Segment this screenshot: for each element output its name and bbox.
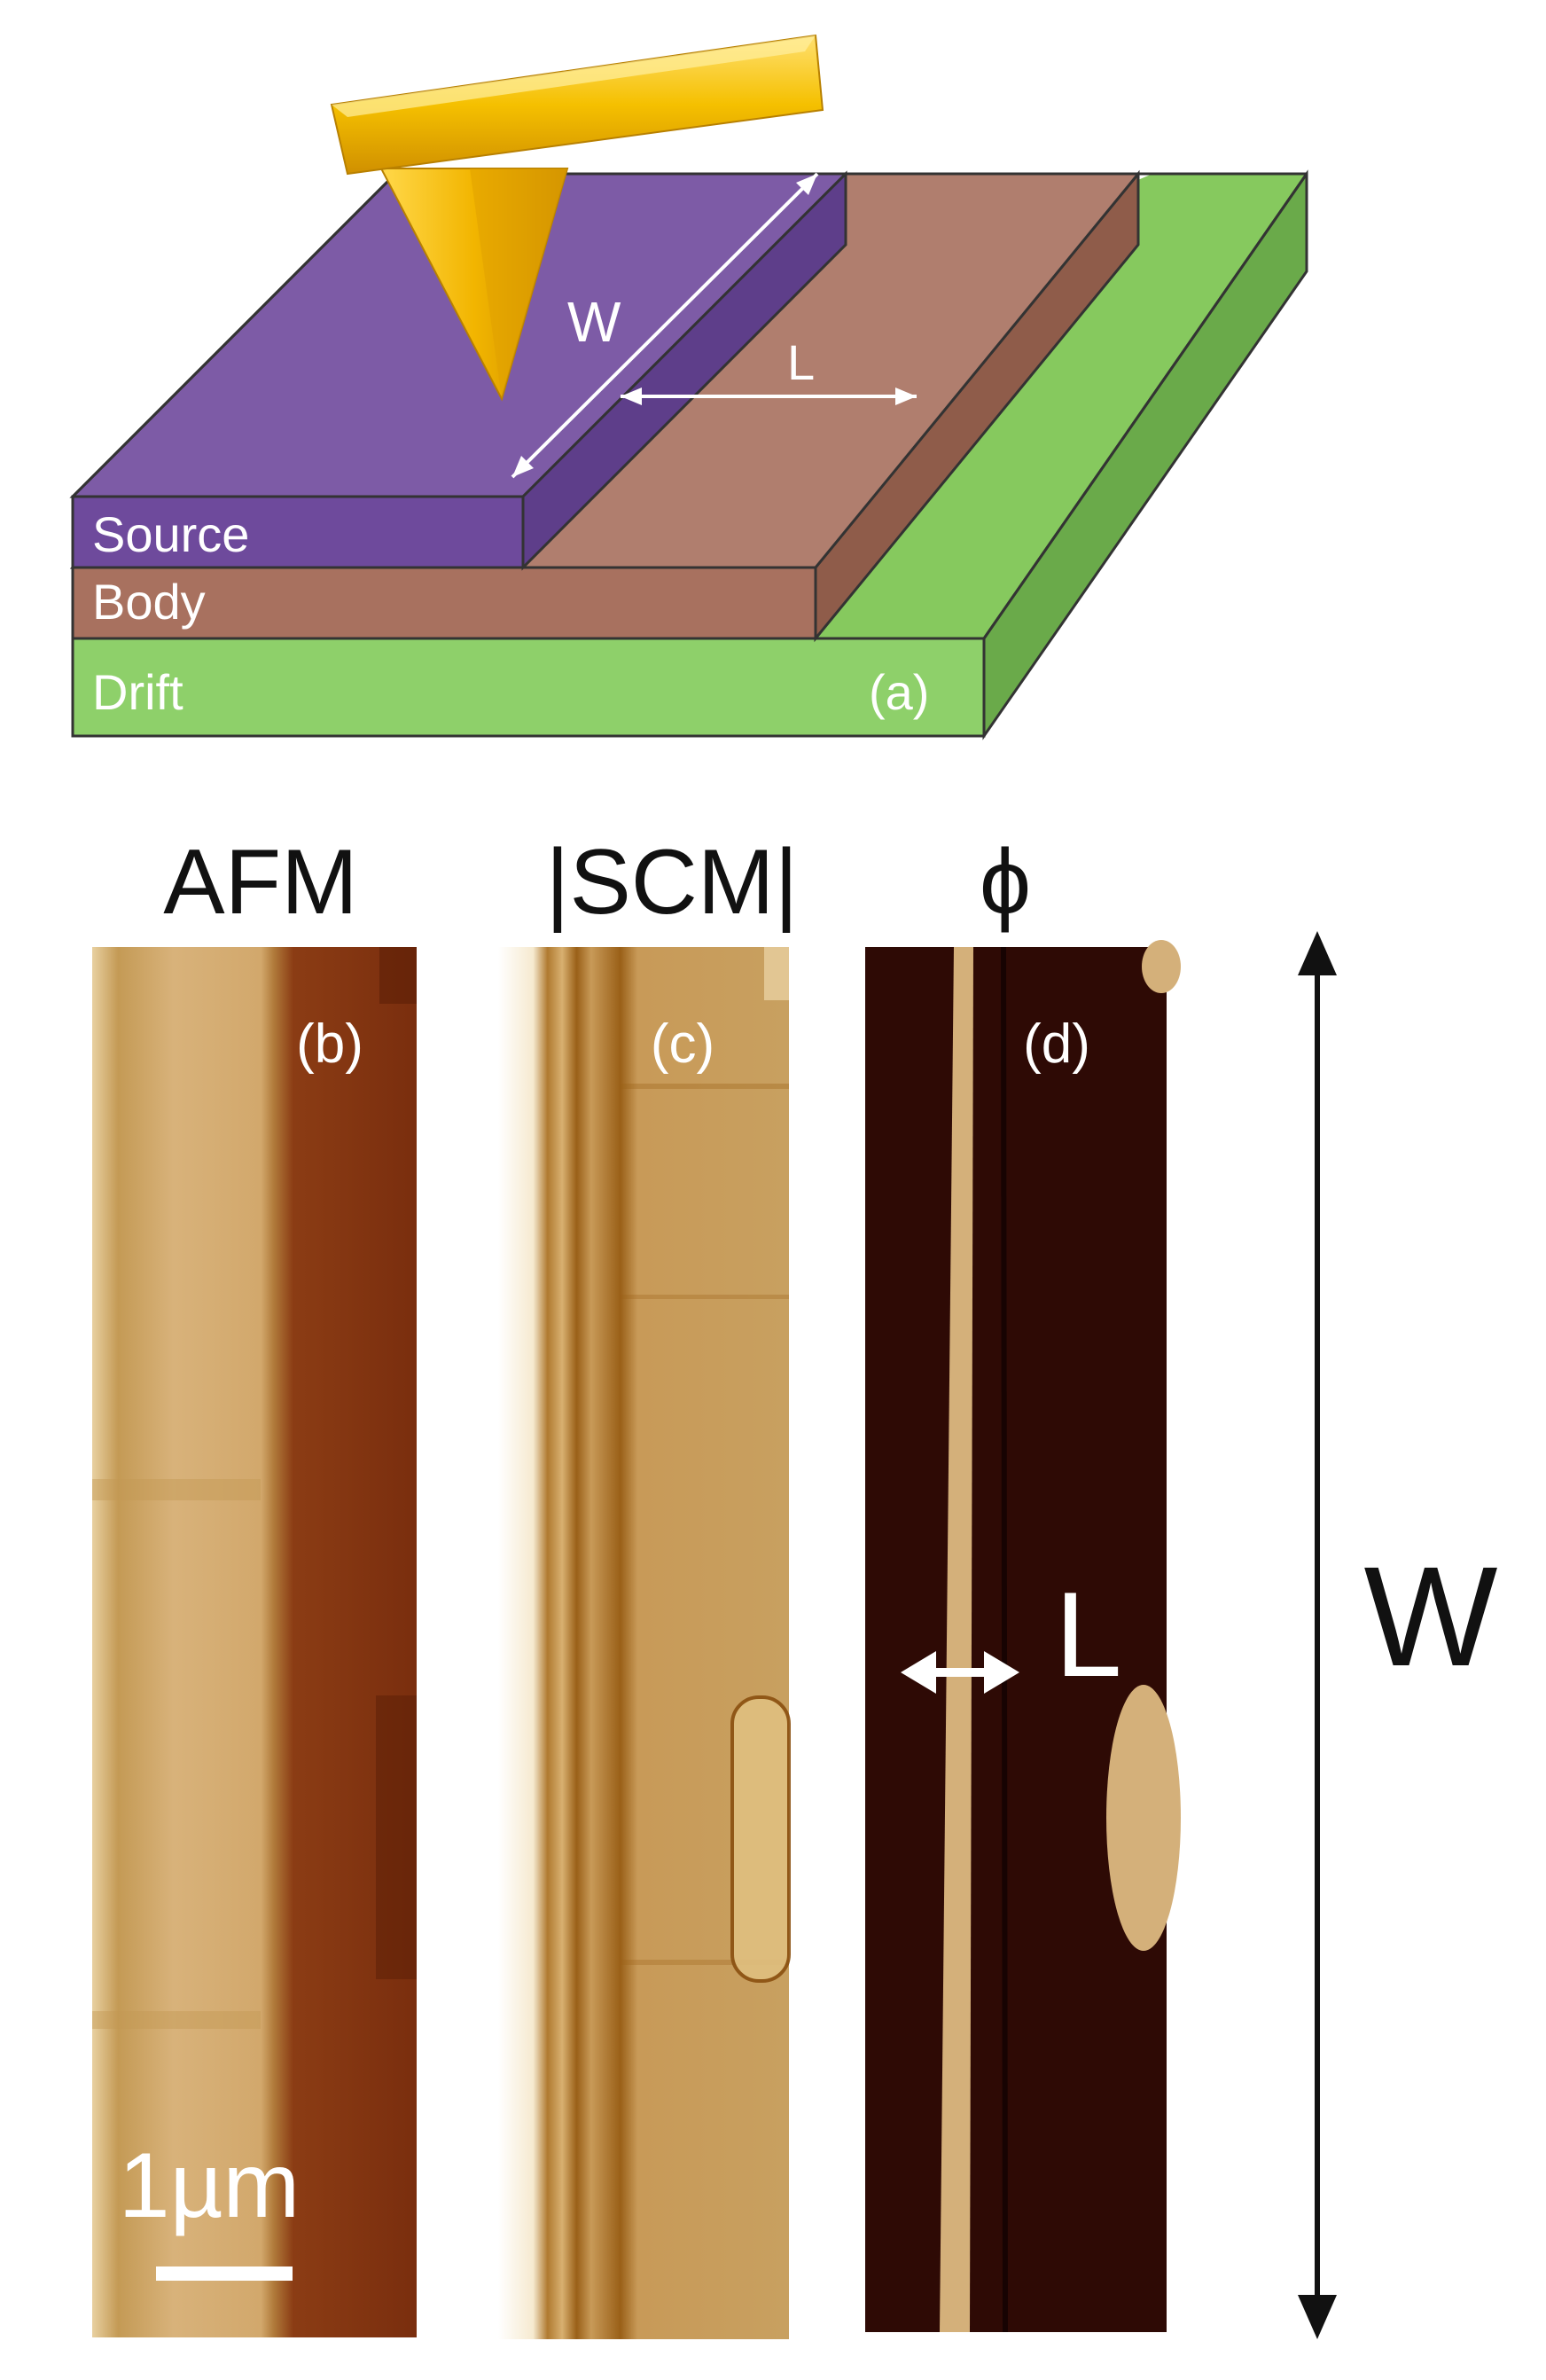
dimension-w-label: W	[567, 290, 621, 354]
layer-label-body: Body	[92, 574, 206, 630]
scale-bar	[156, 2266, 293, 2281]
header-phase: ϕ	[980, 831, 1031, 934]
phase-junction-stripe	[940, 947, 973, 2332]
panel-tag-c: (c)	[651, 1014, 714, 1075]
panel-tag-b: (b)	[296, 1014, 363, 1075]
scale-bar-label: 1µm	[119, 2134, 300, 2237]
panel-d-l-arrow	[901, 1651, 1019, 1694]
dimension-l-arrow	[621, 388, 917, 405]
vertical-w-label: W	[1363, 1537, 1497, 1695]
drift-right-edge	[982, 173, 1308, 639]
layer-label-source: Source	[92, 506, 249, 562]
panel-c-scm-image: (c)	[498, 947, 791, 2339]
vertical-w-arrow	[1298, 931, 1337, 2339]
cantilever-icon	[330, 34, 824, 176]
panel-tag-d: (d)	[1023, 1014, 1090, 1075]
afm-tip-icon	[379, 168, 569, 402]
panel-b-afm-image: (b) 1µm	[92, 947, 417, 2337]
source-side-face	[521, 170, 847, 571]
header-afm: AFM	[163, 831, 358, 934]
panel-tag-a: (a)	[869, 664, 929, 720]
drift-front-face	[71, 637, 986, 738]
dimension-l-label: L	[787, 334, 815, 390]
panel-d-phase-image: (d) L	[865, 940, 1181, 2333]
panel-d-l-label: L	[1055, 1567, 1122, 1702]
header-scm: |SCM|	[545, 831, 798, 934]
panel-a-schematic: W L Source Body Drift (a)	[69, 34, 1308, 740]
layer-label-drift: Drift	[92, 664, 183, 720]
dimension-w-arrow	[511, 172, 819, 479]
